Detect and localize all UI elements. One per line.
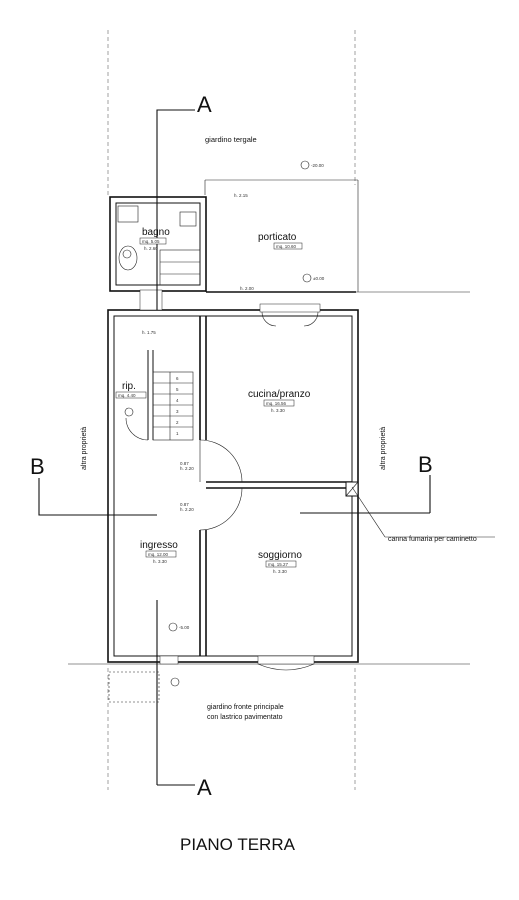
room-name: cucina/pranzo xyxy=(248,389,311,400)
walls xyxy=(107,196,359,671)
room-height: h. 3.30 xyxy=(271,408,285,413)
front-garden-label-2: con lastrico pavimentato xyxy=(207,714,283,721)
rear-garden-label: giardino tergale xyxy=(205,135,257,144)
room-name: ingresso xyxy=(140,540,178,551)
room-porticato: porticato mq. 10.60 xyxy=(258,232,303,250)
step-3: 3 xyxy=(176,409,179,414)
other-property-left: altra proprietà xyxy=(81,427,88,470)
step-1: 1 xyxy=(176,431,179,436)
room-area: mq. 10.60 xyxy=(276,244,297,249)
section-lines xyxy=(38,109,431,786)
boundary-lines xyxy=(68,30,470,790)
room-name: bagno xyxy=(142,227,170,238)
room-area: mq. 4.40 xyxy=(118,393,136,398)
room-rip: rip. mq. 4.40 xyxy=(115,381,147,399)
drawing-title: PIANO TERRA xyxy=(180,835,296,854)
porch-dim-height-2: h. 2.00 xyxy=(240,286,254,291)
door-dim-width-1: 0.87 xyxy=(180,461,189,466)
flue-label: canna fumaria per caminetto xyxy=(388,536,477,543)
section-a-top: A xyxy=(197,92,212,117)
room-area: mq. 15.27 xyxy=(268,562,289,567)
room-height: h. 3.30 xyxy=(273,569,287,574)
step-4: 4 xyxy=(176,398,179,403)
porch-dim-height: h. 2.15 xyxy=(234,193,248,198)
door-dim-height-1: h. 2.20 xyxy=(180,466,194,471)
other-property-right: altra proprietà xyxy=(380,427,387,470)
doors xyxy=(125,417,243,531)
level-porch: ±0.00 xyxy=(313,276,325,281)
stair-dim-height: h. 1.75 xyxy=(142,330,156,335)
staircase: 6 5 4 3 2 1 xyxy=(152,249,201,441)
section-a-bottom: A xyxy=(197,775,212,800)
section-b-left: B xyxy=(30,454,45,479)
room-name: rip. xyxy=(122,381,136,392)
room-height: h. 2.60 xyxy=(144,246,158,251)
front-garden-label-1: giardino fronte principale xyxy=(207,704,284,711)
bathroom-fixtures xyxy=(117,205,197,271)
level-entry: -5.00 xyxy=(179,625,190,630)
room-bagno: bagno mq. 5.05 h. 2.60 xyxy=(139,227,170,251)
room-name: soggiorno xyxy=(258,550,302,561)
step-5: 5 xyxy=(176,387,179,392)
room-cucina: cucina/pranzo mq. 16.56 h. 3.30 xyxy=(248,389,311,413)
step-6: 6 xyxy=(176,376,179,381)
room-area: mq. 12.00 xyxy=(148,552,169,557)
level-rear: -20.00 xyxy=(311,163,324,168)
room-height: h. 3.30 xyxy=(153,559,167,564)
room-area: mq. 16.56 xyxy=(266,401,287,406)
level-markers: -20.00 ±0.00 -5.00 xyxy=(122,160,325,687)
door-dim-height-2: h. 2.20 xyxy=(180,507,194,512)
door-dim-width-2: 0.87 xyxy=(180,502,189,507)
step-2: 2 xyxy=(176,420,179,425)
room-soggiorno: soggiorno mq. 15.27 h. 3.30 xyxy=(258,550,302,574)
room-ingresso: ingresso mq. 12.00 h. 3.30 xyxy=(140,540,178,564)
room-name: porticato xyxy=(258,232,297,243)
room-area: mq. 5.05 xyxy=(142,239,160,244)
section-b-right: B xyxy=(418,452,433,477)
